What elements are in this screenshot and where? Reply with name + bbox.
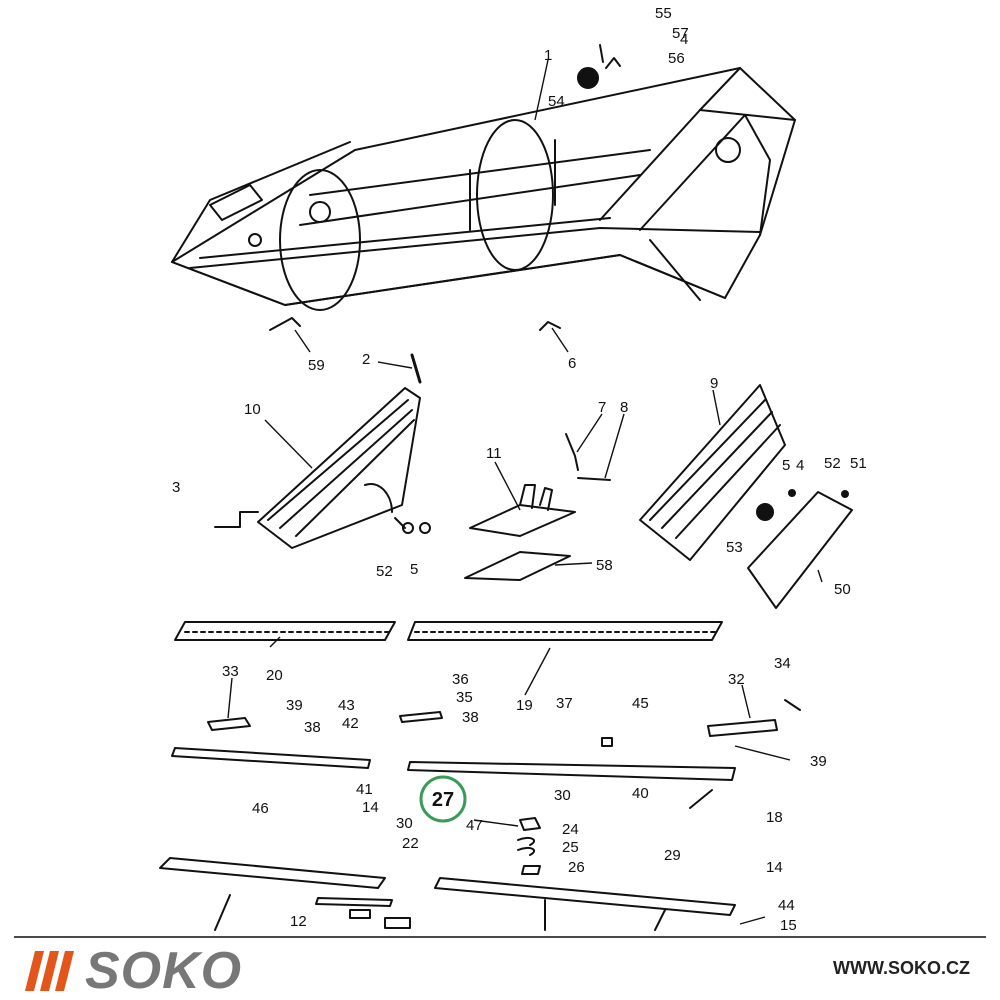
callout-label: 32 (728, 671, 745, 688)
callout-label: 22 (402, 835, 419, 852)
callout-label: 8 (620, 399, 628, 416)
logo-bar (55, 951, 74, 991)
callout-label: 10 (244, 401, 261, 418)
callout-label: 2 (362, 351, 370, 368)
right-divider-drawing (639, 384, 853, 609)
callout-label: 14 (362, 799, 379, 816)
callout-label: 4 (680, 31, 688, 48)
knife-row-drawing (171, 699, 801, 809)
callout-label: 24 (562, 821, 579, 838)
highlighted-part-marker[interactable]: 27 (419, 775, 467, 823)
center-bracket-drawing (464, 433, 611, 581)
knife-guards-drawing (174, 621, 723, 641)
callout-label: 44 (778, 897, 795, 914)
callout-label: 39 (286, 697, 303, 714)
callout-label: 38 (304, 719, 321, 736)
callout-label: 57 (672, 25, 689, 42)
callout-label: 36 (452, 671, 469, 688)
parts-diagram: 55 57 4 56 54 1 59 6 2 10 9 7 8 11 3 52 … (159, 5, 867, 934)
callout-label: 56 (668, 50, 685, 67)
callout-label: 14 (766, 859, 783, 876)
leader-lines (227, 59, 823, 925)
callout-label: 7 (598, 399, 606, 416)
callout-labels: 55 57 4 56 54 1 59 6 2 10 9 7 8 11 3 52 … (172, 5, 867, 934)
callout-label: 18 (766, 809, 783, 826)
cutter-bars-drawing (159, 817, 736, 931)
callout-label: 45 (632, 695, 649, 712)
callout-label: 53 (726, 539, 743, 556)
callout-label: 9 (710, 375, 718, 392)
callout-label: 19 (516, 697, 533, 714)
callout-label: 47 (466, 817, 483, 834)
soko-logo[interactable]: SOKO (25, 942, 243, 1000)
callout-label: 5 (782, 457, 790, 474)
highlight-circle (419, 775, 467, 823)
highlighted-part-label: 27 (432, 789, 454, 811)
callout-label: 3 (172, 479, 180, 496)
callout-label: 42 (342, 715, 359, 732)
callout-label: 41 (356, 781, 373, 798)
callout-label: 12 (290, 913, 307, 930)
callout-label: 37 (556, 695, 573, 712)
callout-label: 51 (850, 455, 867, 472)
callout-label: 1 (544, 47, 552, 64)
callout-label: 50 (834, 581, 851, 598)
callout-label: 52 (824, 455, 841, 472)
callout-label: 6 (568, 355, 576, 372)
callout-label: 29 (664, 847, 681, 864)
callout-label: 39 (810, 753, 827, 770)
hook-6-drawing (539, 321, 561, 331)
callout-label: 59 (308, 357, 325, 374)
pin-59-drawing (269, 317, 301, 331)
brand-name: SOKO (85, 942, 243, 1000)
website-url[interactable]: WWW.SOKO.CZ (833, 958, 970, 978)
footer: SOKO WWW.SOKO.CZ (0, 936, 1000, 1000)
callout-label: 55 (655, 5, 672, 22)
callout-label: 30 (554, 787, 571, 804)
footer-divider (14, 936, 986, 938)
callout-label: 30 (396, 815, 413, 832)
callout-label: 46 (252, 800, 269, 817)
callout-label: 4 (796, 457, 804, 474)
callout-label: 34 (774, 655, 791, 672)
callout-label: 35 (456, 689, 473, 706)
callout-label: 20 (266, 667, 283, 684)
callout-label: 52 (376, 563, 393, 580)
callout-label: 11 (486, 445, 502, 462)
callout-label: 26 (568, 859, 585, 876)
callout-label: 33 (222, 663, 239, 680)
callout-label: 5 (410, 561, 418, 578)
spring-2-drawing (410, 353, 422, 384)
callout-label: 15 (780, 917, 797, 934)
callout-label: 25 (562, 839, 579, 856)
callout-label: 54 (548, 93, 565, 110)
callout-label: 38 (462, 709, 479, 726)
header-frame-drawing (171, 44, 796, 311)
callout-label: 58 (596, 557, 613, 574)
left-divider-drawing (214, 387, 431, 549)
callout-label: 43 (338, 697, 355, 714)
callout-label: 40 (632, 785, 649, 802)
logo-bars-icon (25, 951, 74, 991)
